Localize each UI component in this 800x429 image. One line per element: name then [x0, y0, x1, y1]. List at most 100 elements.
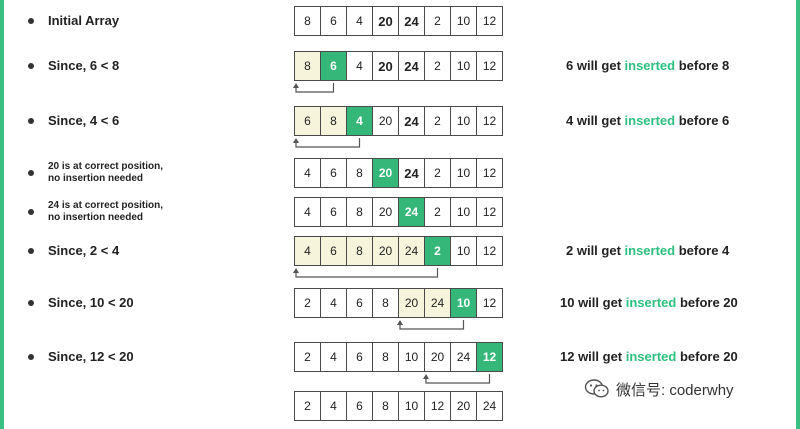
array-cell: 12: [476, 6, 503, 36]
insertion-arrow: [295, 138, 361, 148]
insertion-arrow: [295, 83, 335, 93]
arrow-head: [423, 374, 429, 379]
array-cell: 12: [476, 236, 503, 266]
array-cell-key: 2: [424, 236, 451, 266]
array-cell: 4: [294, 236, 321, 266]
arrow-head: [293, 268, 299, 273]
note-pre: 10 will get: [560, 295, 626, 310]
array-cell: 10: [398, 391, 425, 421]
step-label: Since, 6 < 8: [48, 58, 120, 73]
note-pre: 4 will get: [566, 113, 625, 128]
array-cell: 2: [424, 158, 451, 188]
insertion-note: 2 will get inserted before 4: [566, 243, 729, 258]
insertion-arrow: [295, 268, 439, 278]
insertion-note: 4 will get inserted before 6: [566, 113, 729, 128]
step-label: Initial Array: [48, 13, 120, 28]
insertion-arrow: [425, 374, 491, 384]
array-cell: 2: [424, 6, 451, 36]
array-cell: 4: [294, 197, 321, 227]
array-cell: 24: [424, 288, 451, 318]
arrow-head: [397, 320, 403, 325]
array-cell-key: 24: [398, 197, 425, 227]
step-label: 24 is at correct position,no insertion n…: [48, 200, 163, 224]
bullet-point: [28, 354, 34, 360]
arrow-head: [293, 83, 299, 88]
array-cell: 12: [476, 158, 503, 188]
insertion-arrow: [399, 320, 465, 330]
step-label-line: 20 is at correct position,: [48, 161, 164, 172]
array-cell: 12: [424, 391, 451, 421]
bullet-point: [28, 209, 34, 215]
bullet-point: [28, 170, 34, 176]
note-post: before 4: [675, 243, 730, 258]
array-cell: 4: [294, 158, 321, 188]
array-cell: 2: [294, 342, 321, 372]
note-hl: inserted: [625, 295, 677, 310]
array-cell: 10: [450, 236, 477, 266]
step-label: Since, 4 < 6: [48, 113, 120, 128]
insertion-note: 6 will get inserted before 8: [566, 58, 729, 73]
array-cell: 10: [450, 6, 477, 36]
array-cell-key: 4: [346, 106, 373, 136]
note-pre: 12 will get: [560, 349, 626, 364]
right-accent-border: [796, 0, 800, 429]
array-cell: 2: [294, 391, 321, 421]
watermark-text: 微信号: coderwhy: [616, 381, 734, 399]
wechat-icon: [584, 379, 609, 398]
note-hl: inserted: [624, 243, 676, 258]
bullet-point: [28, 63, 34, 69]
array-cell: 2: [424, 106, 451, 136]
note-hl: inserted: [624, 58, 676, 73]
step-label: Since, 12 < 20: [48, 349, 134, 364]
array-cell: 24: [476, 391, 503, 421]
array-cell: 4: [320, 342, 347, 372]
array-cell: 24: [398, 236, 425, 266]
array-cell-key: 12: [476, 342, 503, 372]
array-cell: 10: [450, 158, 477, 188]
array-cell: 6: [320, 158, 347, 188]
step-label: Since, 2 < 4: [48, 243, 120, 258]
step-label-line: no insertion needed: [48, 173, 144, 184]
array-cell: 20: [450, 391, 477, 421]
array-cell: 24: [398, 106, 425, 136]
step-label: Since, 10 < 20: [48, 295, 134, 310]
insertion-note: 10 will get inserted before 20: [560, 295, 738, 310]
array-cell: 12: [476, 197, 503, 227]
note-post: before 20: [676, 295, 738, 310]
array-cell: 6: [320, 6, 347, 36]
array-cell: 12: [476, 288, 503, 318]
note-hl: inserted: [624, 113, 676, 128]
bullet-point: [28, 248, 34, 254]
left-accent-border: [0, 0, 4, 429]
array-cell: 24: [398, 51, 425, 81]
array-cell: 6: [346, 288, 373, 318]
array-cell-key: 10: [450, 288, 477, 318]
step-label-line: no insertion needed: [48, 212, 144, 223]
array-cell: 4: [346, 6, 373, 36]
array-cell: 20: [372, 236, 399, 266]
note-pre: 6 will get: [566, 58, 625, 73]
array-cell: 12: [476, 106, 503, 136]
arrow-head: [293, 138, 299, 143]
bullet-point: [28, 18, 34, 24]
array-cell: 10: [398, 342, 425, 372]
note-hl: inserted: [625, 349, 677, 364]
note-pre: 2 will get: [566, 243, 625, 258]
array-cell: 8: [372, 342, 399, 372]
array-cell: 2: [424, 197, 451, 227]
array-cell: 2: [294, 288, 321, 318]
watermark: 微信号: coderwhy: [584, 378, 734, 400]
note-post: before 6: [675, 113, 730, 128]
bullet-point: [28, 300, 34, 306]
insertion-note: 12 will get inserted before 20: [560, 349, 738, 364]
note-post: before 8: [675, 58, 730, 73]
step-label-line: 24 is at correct position,: [48, 200, 164, 211]
